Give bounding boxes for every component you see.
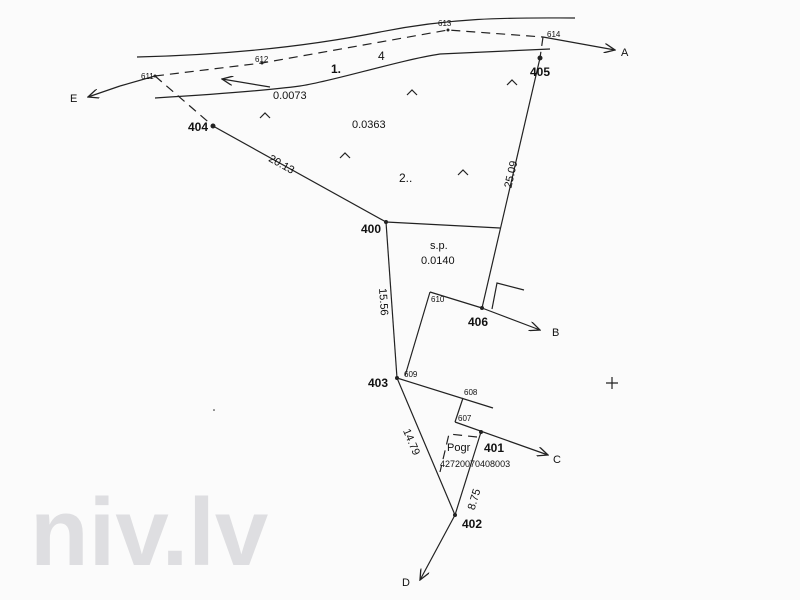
point-403-label: 403	[368, 376, 388, 390]
arrow-to-C	[454, 421, 548, 455]
leader-arrow-0073	[222, 79, 271, 88]
point-402-label: 402	[462, 517, 482, 531]
parcel-2-label: 2..	[399, 171, 412, 185]
line-610-609	[404, 291, 431, 377]
arrow-to-D	[420, 514, 456, 580]
arrow-to-E	[88, 85, 121, 97]
direction-E-label: E	[70, 93, 77, 105]
watermark: niv.lv	[30, 479, 268, 586]
grass-symbols	[259, 79, 518, 176]
parcel-1-number: 4	[378, 49, 385, 63]
direction-A-label: A	[621, 47, 629, 59]
line-610-406	[429, 291, 483, 309]
sp-label: s.p.	[430, 240, 448, 252]
direction-C-label: C	[553, 454, 561, 466]
line-405-406	[481, 57, 541, 309]
building-outline	[491, 282, 525, 310]
distance-405-406: 25.09	[502, 160, 520, 190]
plus-cross-icon	[606, 377, 618, 389]
point-611-label: 611	[141, 72, 154, 81]
line-608-607	[454, 397, 464, 423]
pogr-code: 42720070408003	[440, 459, 510, 469]
sp-area: 0.0140	[421, 255, 455, 267]
distance-404-400: 20.13	[266, 153, 296, 177]
parcel-1-label: 1.	[331, 62, 341, 76]
point-607-label: 607	[458, 414, 472, 423]
line-400-east	[385, 221, 501, 229]
point-609-label: 609	[404, 370, 418, 379]
point-401-label: 401	[484, 441, 504, 455]
point-404-label: 404	[188, 120, 208, 134]
direction-D-label: D	[402, 577, 410, 589]
parcel-1-area: 0.0073	[273, 90, 307, 102]
parcel-2-area: 0.0363	[352, 119, 386, 131]
dashed-611-404	[154, 75, 214, 127]
line-404-400	[212, 125, 387, 223]
distance-403-402: 14.79	[400, 427, 422, 457]
line-403-608	[396, 377, 494, 409]
line-400-403	[385, 221, 398, 379]
line-401-402	[454, 431, 482, 516]
distance-401-402: 8.75	[466, 488, 484, 512]
arrow-to-A	[542, 36, 615, 50]
point-614-label: 614	[547, 30, 561, 39]
point-613-label: 613	[438, 19, 452, 28]
point-610-label: 610	[431, 295, 445, 304]
point-406-label: 406	[468, 315, 488, 329]
point-405-label: 405	[530, 65, 550, 79]
point-608-label: 608	[464, 388, 478, 397]
direction-B-label: B	[552, 327, 559, 339]
road-edge-top	[136, 17, 576, 58]
distance-400-403: 15.56	[376, 288, 390, 316]
arrow-to-B	[481, 307, 540, 330]
dashed-614-405	[539, 36, 544, 59]
line-403-402	[396, 377, 456, 516]
point-612-label: 612	[255, 55, 269, 64]
road-edge-left	[119, 75, 156, 87]
road-centerline	[154, 29, 544, 77]
road-edge-bottom	[154, 48, 551, 99]
point-400-label: 400	[361, 222, 381, 236]
point-markers	[153, 28, 543, 517]
pogr-label: Pogr	[447, 442, 471, 454]
